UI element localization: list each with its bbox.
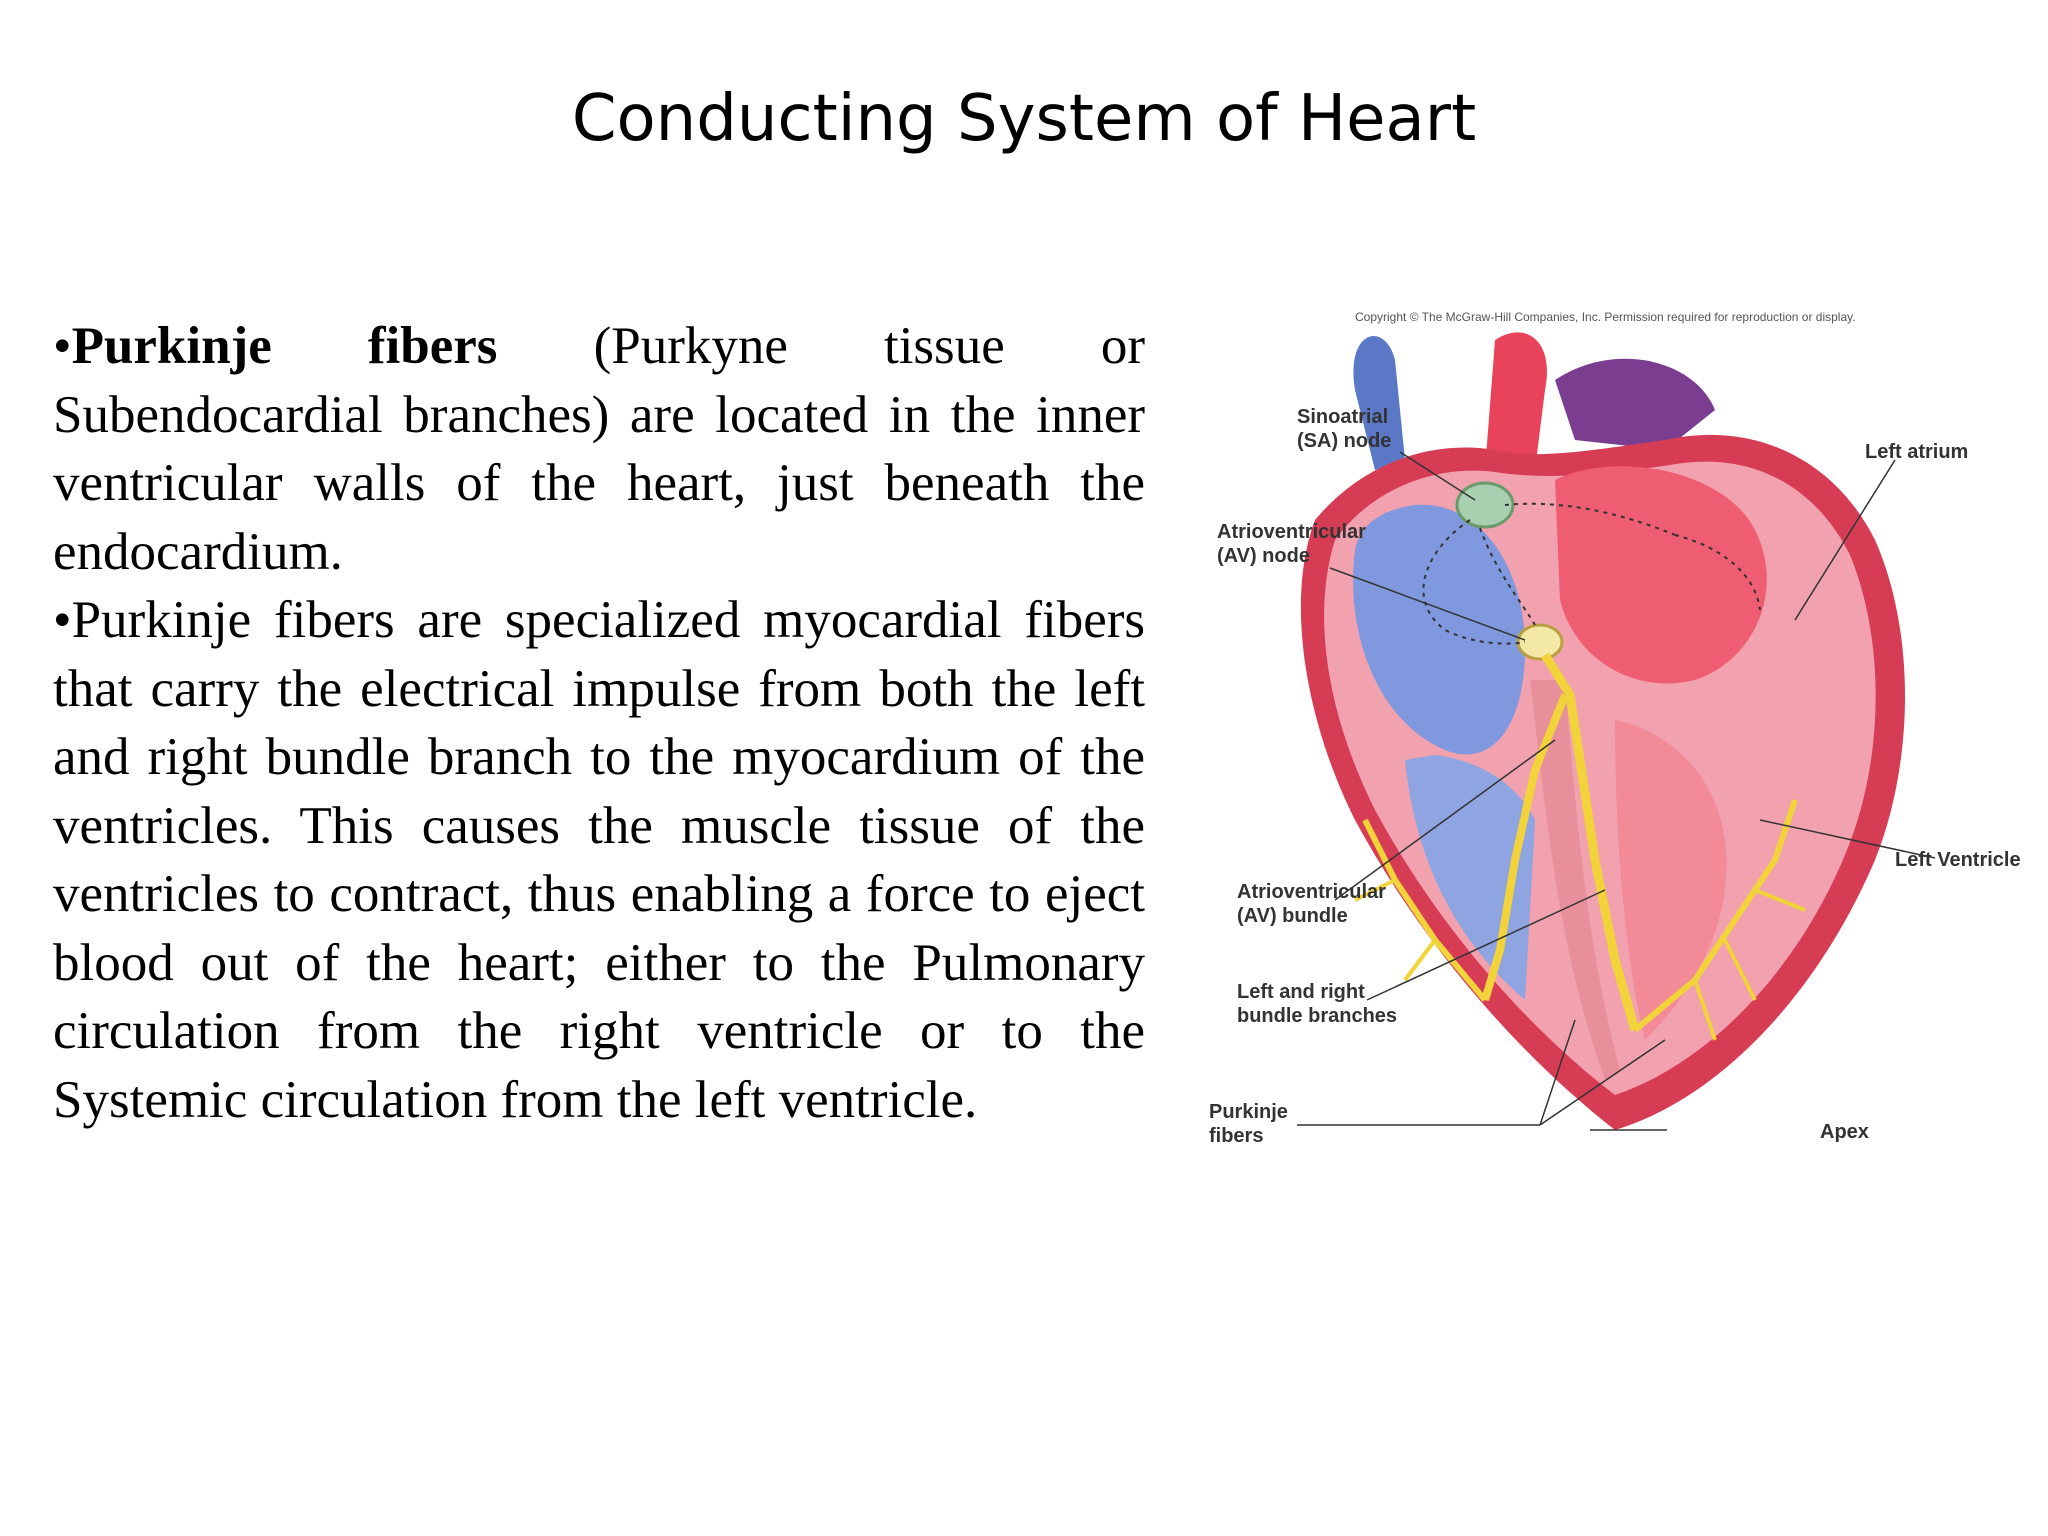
label-sa-node: Sinoatrial (SA) node [1297,406,1392,452]
bullet-marker: • [53,317,72,375]
label-apex: Apex [1820,1121,1869,1143]
label-av-node: Atrioventricular (AV) node [1217,521,1366,567]
label-left-atrium: Left atrium [1865,441,1969,463]
left-purkinje-path [1633,799,1798,1033]
purkinje-fiber-branches [1354,878,1806,1041]
label-left-ventricle: Left Ventricle [1895,849,2021,871]
bullet-purkinje-location: •Purkinje fibers (Purkyne tissue or Sube… [53,312,1145,586]
superior-vena-cava [1353,336,1405,470]
left-ventricle-chamber [1615,720,1727,1040]
heart-conduction-figure: Copyright © The McGraw-Hill Companies, I… [1195,300,2048,1180]
body-text: •Purkinje fibers (Purkyne tissue or Sube… [53,312,1145,1134]
sa-to-la-path [1504,502,1676,536]
slide-title: Conducting System of Heart [571,82,1477,156]
bullet-text: Purkinje fibers are specialized myocardi… [53,591,1145,1129]
left-atrium [1555,466,1767,684]
heart-illustration [1297,332,1936,1131]
pulmonary-trunk [1555,358,1715,450]
right-bundle-branch [1481,693,1569,1002]
right-purkinje-path [1362,818,1488,1002]
label-purkinje-fibers: Purkinje fibers [1209,1101,1288,1147]
septum [1530,680,1620,1080]
label-av-bundle: Atrioventricular (AV) bundle [1237,881,1386,927]
figure-copyright: Copyright © The McGraw-Hill Companies, I… [1355,310,1856,324]
av-bundle-left-branch [1541,652,1640,1032]
right-atrium [1353,504,1525,755]
leader-lines [1297,451,1936,1131]
bullet-text: (Purkyne tissue or Subendocardial branch… [53,317,1145,581]
av-node [1516,623,1564,661]
bullet-purkinje-function: •Purkinje fibers are specialized myocard… [53,586,1145,1134]
internodal-path [1422,519,1526,645]
aorta [1485,332,1547,470]
sa-to-av-path [1479,527,1536,626]
bullet-marker: • [53,591,72,649]
label-bundle-branches: Left and right bundle branches [1237,981,1398,1027]
bullet-bold-term: Purkinje fibers [71,317,498,375]
sa-node [1455,481,1515,529]
